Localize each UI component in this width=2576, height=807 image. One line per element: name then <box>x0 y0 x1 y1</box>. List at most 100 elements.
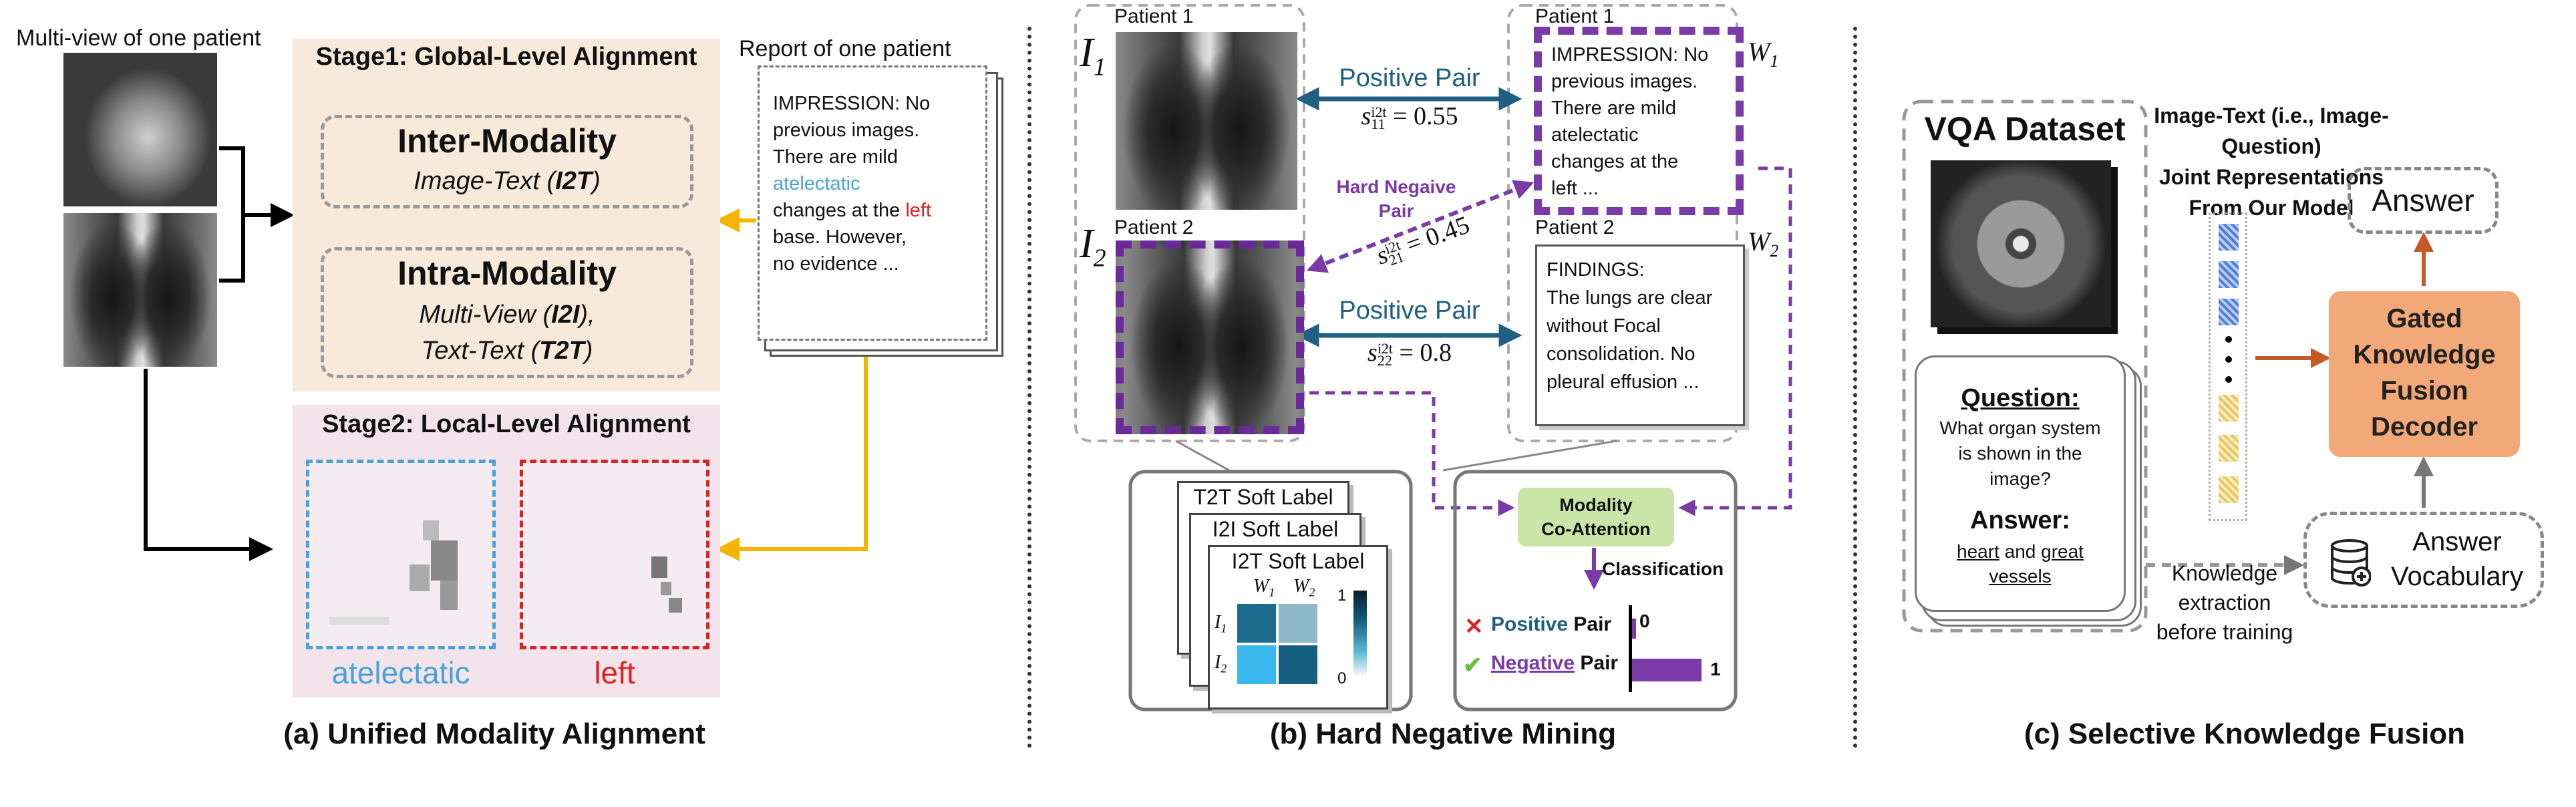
patient2-img-label: Patient 2 <box>1114 216 1194 238</box>
knowledge-extraction-label: Knowledge extraction before training <box>2144 558 2305 647</box>
embedding-dot <box>2225 376 2232 383</box>
embedding-vector <box>2209 212 2247 521</box>
report1-line: changes at the <box>1551 151 1679 172</box>
s22-sub: 22 <box>1377 352 1392 369</box>
left-heatmap <box>520 460 709 649</box>
answer-heart: heart <box>1957 541 1999 562</box>
decoder-line: Knowledge <box>2353 340 2496 369</box>
matrix-w1-sub: 1 <box>1269 585 1275 599</box>
matrix-w2: W2 <box>1293 576 1315 600</box>
report2-line: without Focal <box>1547 315 1661 337</box>
report-line: There are mild <box>773 146 898 168</box>
bar-one-label: 1 <box>1710 659 1721 679</box>
intra-modality-sub2: Text-Text (T2T) <box>321 337 693 365</box>
caption-b: (b) Hard Negative Mining <box>1269 717 1617 750</box>
report-label: Report of one patient <box>739 36 951 61</box>
bar-negative <box>1632 659 1702 681</box>
report-line: no evidence ... <box>773 253 899 275</box>
panel-a-connectors <box>144 146 868 561</box>
joint-representation-label: Image-Text (i.e., Image-Question) Joint … <box>2131 100 2412 223</box>
atelectatic-heatmap <box>306 460 496 649</box>
stage1-title: Stage1: Global-Level Alignment <box>315 43 697 71</box>
embedding-cell <box>2219 395 2239 422</box>
separator-right <box>1853 27 1857 748</box>
matrix-i2-text: I <box>1215 652 1221 673</box>
positive-pair-1-label: Positive Pair <box>1339 64 1480 92</box>
report2-card: FINDINGS: The lungs are clear without Fo… <box>1535 245 1745 426</box>
pos-pair: Pair <box>1568 613 1612 635</box>
i2-sub: 2 <box>1093 244 1106 273</box>
colorbar-max: 1 <box>1337 587 1347 605</box>
lateral-xray-image <box>61 51 219 208</box>
inter-sub-c: ) <box>592 167 601 195</box>
intra-sub1-c: ), <box>579 301 595 329</box>
intra-sub2-a: Text-Text ( <box>421 337 540 365</box>
answer-output-box: Answer <box>2348 167 2499 234</box>
co-attention-box: Modality Co-Attention <box>1518 488 1674 546</box>
i2-label: I2 <box>1080 220 1106 273</box>
matrix-cell-11 <box>1237 604 1276 643</box>
answer-vessels: vessels <box>1989 566 2052 587</box>
intra-sub2-c: ) <box>584 337 593 365</box>
colorbar-min: 0 <box>1337 669 1347 687</box>
colorbar <box>1353 591 1367 677</box>
question-line: image? <box>1989 468 2051 489</box>
panel-c-connectors <box>1902 100 2434 633</box>
intra-modality-sub1: Multi-View (I2I), <box>321 301 693 329</box>
patient2-xray <box>1116 240 1304 434</box>
answer-great: great <box>2041 541 2084 562</box>
report1-line: IMPRESSION: No <box>1551 44 1709 65</box>
separator-left <box>1027 27 1031 748</box>
ct-image <box>1931 160 2111 327</box>
matrix-cell-12 <box>1279 604 1317 643</box>
embedding-cell <box>2219 435 2239 462</box>
frontal-xray-image <box>61 211 219 369</box>
matrix-i1-text: I <box>1215 612 1221 633</box>
coattn-line1: Modality <box>1559 495 1633 515</box>
embedding-cell <box>2219 299 2239 325</box>
inter-modality-title: Inter-Modality <box>397 122 617 160</box>
heat-patch <box>329 617 389 625</box>
matrix-i2-sub: 2 <box>1221 661 1227 675</box>
matrix-i1: I1 <box>1215 612 1227 636</box>
heat-patch <box>661 582 671 595</box>
inter-modality-sub: Image-Text (I2T) <box>321 167 693 196</box>
report1-line: previous images. <box>1551 71 1698 92</box>
extraction-line: Knowledge <box>2171 561 2278 585</box>
question-line: is shown in the <box>1958 443 2082 464</box>
vocab-line: Vocabulary <box>2391 562 2523 591</box>
label-atelectatic: atelectatic <box>331 655 470 690</box>
s22-val: = 0.8 <box>1393 339 1452 367</box>
w1-sub: 1 <box>1770 51 1779 71</box>
heat-patch <box>410 564 430 591</box>
intra-sub1-b: I2I <box>551 301 580 329</box>
s11-s: s <box>1361 102 1372 130</box>
extraction-line: before training <box>2156 620 2293 644</box>
intra-sub1-a: Multi-View ( <box>419 301 552 329</box>
matrix-i2: I2 <box>1215 652 1227 676</box>
positive-pair-row: Positive Pair <box>1491 613 1611 636</box>
positive-pair-2-label: Positive Pair <box>1339 297 1480 325</box>
stage2-title: Stage2: Local-Level Alignment <box>322 410 691 438</box>
heat-patch <box>651 556 667 578</box>
embedding-cell <box>2219 476 2239 503</box>
matrix-w1: W1 <box>1253 576 1275 600</box>
negative-pair-row: Negative Pair <box>1491 652 1618 675</box>
report1-line: left ... <box>1551 178 1599 199</box>
decoder-line: Decoder <box>2370 412 2478 442</box>
matrix-w2-sub: 2 <box>1309 585 1315 599</box>
report-card: IMPRESSION: No previous images. There ar… <box>758 65 987 341</box>
intra-modality-box <box>321 247 693 378</box>
bar-zero-label: 0 <box>1639 611 1650 631</box>
report-line: base. However, <box>773 226 907 248</box>
question-line: What organ system <box>1939 418 2101 438</box>
joint-line: From Our Model <box>2189 196 2354 220</box>
s22-sup: i2t <box>1377 340 1394 357</box>
matrix-w2-text: W <box>1293 576 1309 597</box>
embedding-cell <box>2219 224 2239 251</box>
heat-patch <box>423 520 439 540</box>
answer-output-label: Answer <box>2372 183 2474 218</box>
decoder-line: Gated <box>2386 304 2462 333</box>
i1-text: I <box>1080 30 1094 75</box>
